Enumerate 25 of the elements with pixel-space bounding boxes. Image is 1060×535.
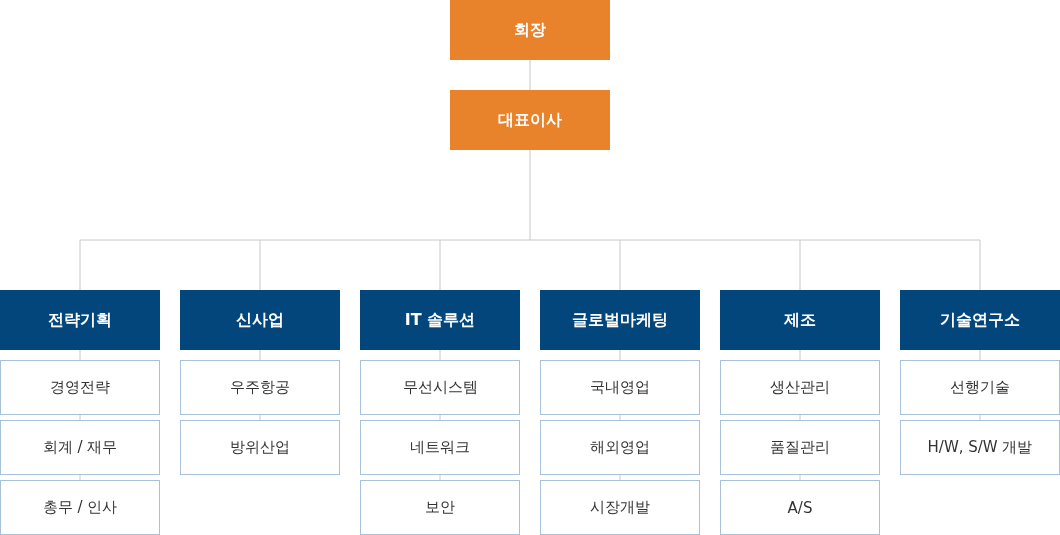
team-box: 네트워크 (360, 420, 520, 475)
executive-box: 회장 (450, 0, 610, 60)
department-box: 제조 (720, 290, 880, 350)
team-box: 방위산업 (180, 420, 340, 475)
department-box: 글로벌마케팅 (540, 290, 700, 350)
department-box: 기술연구소 (900, 290, 1060, 350)
team-box: 우주항공 (180, 360, 340, 415)
team-box: H/W, S/W 개발 (900, 420, 1060, 475)
team-box: 총무 / 인사 (0, 480, 160, 535)
team-box: A/S (720, 480, 880, 535)
department-box: 신사업 (180, 290, 340, 350)
team-box: 경영전략 (0, 360, 160, 415)
team-box: 생산관리 (720, 360, 880, 415)
team-box: 보안 (360, 480, 520, 535)
team-box: 해외영업 (540, 420, 700, 475)
team-box: 무선시스템 (360, 360, 520, 415)
executive-box: 대표이사 (450, 90, 610, 150)
department-box: IT 솔루션 (360, 290, 520, 350)
department-box: 전략기획 (0, 290, 160, 350)
team-box: 품질관리 (720, 420, 880, 475)
team-box: 선행기술 (900, 360, 1060, 415)
team-box: 시장개발 (540, 480, 700, 535)
connector-line (79, 149, 981, 241)
team-box: 회계 / 재무 (0, 420, 160, 475)
team-box: 국내영업 (540, 360, 700, 415)
